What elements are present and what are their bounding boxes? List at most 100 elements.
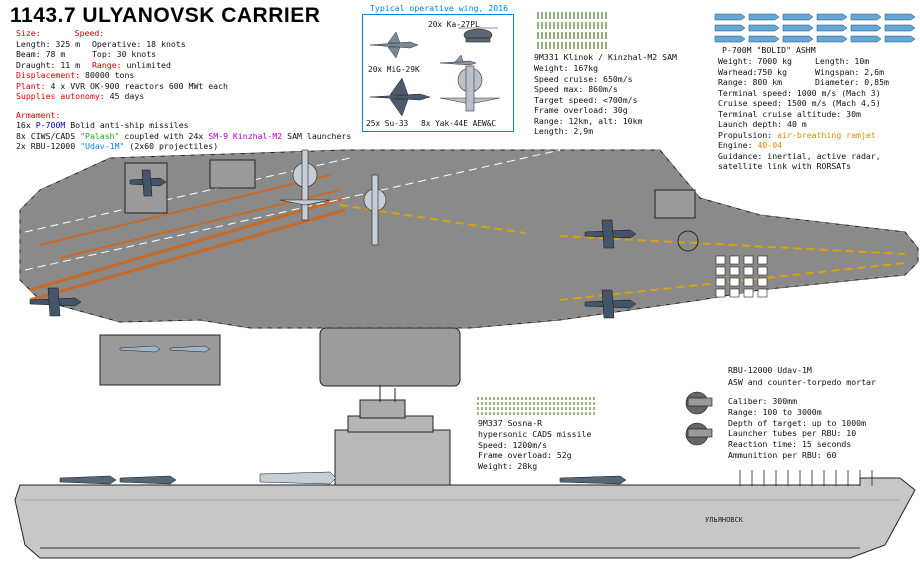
p700-missile-mark <box>884 13 916 21</box>
kinzhal-title: 9M331 Klinok / Kinzhal-M2 SAM <box>534 52 677 62</box>
missile-silo-mark <box>729 266 740 276</box>
p700-missile-mark <box>782 24 814 32</box>
palash-label: "Palash" <box>80 130 120 141</box>
p700-missile-mark <box>748 13 780 21</box>
p700-warhead: Warhead:750 kg <box>718 66 788 77</box>
p700-specs: Weight: 7000 kg Length: 10m Warhead:750 k… <box>718 56 889 172</box>
ka27-helicopter-icon <box>458 27 498 43</box>
p700-range: Range: 800 km <box>718 77 783 87</box>
supplies-heading: Supplies autonomy: <box>16 91 105 101</box>
yak44-silhouette-icon <box>439 65 501 112</box>
kinzhal-label: SM-9 Kinzhal-M2 <box>208 130 283 141</box>
armament-heading: Armament: <box>16 109 61 120</box>
kinzhal-line: Length: 2,9m <box>534 126 594 136</box>
yak44-label: 8x Yak-44E AEW&C <box>421 119 497 128</box>
p700-row-2: Warhead:750 kg Wingspan: 2,6m <box>718 67 889 78</box>
arm-desc: Bolid anti-ship missiles <box>70 120 189 130</box>
coupled-label: coupled with 24x <box>124 130 204 141</box>
missile-silo-mark <box>757 288 768 298</box>
missile-silo-mark <box>757 277 768 287</box>
deck-su33-3-icon <box>584 289 637 319</box>
kinzhal-line: Speed max: 860m/s <box>534 84 618 94</box>
rbu-line: Range: 100 to 3000m <box>728 406 822 417</box>
arm-count: 16x <box>16 120 31 130</box>
rbu-line: Ammunition per RBU: 60 <box>728 449 837 460</box>
size-heading: Size: <box>16 28 41 38</box>
missile-silo-mark <box>715 288 726 298</box>
sosna-line: hypersonic CADS missile <box>478 429 592 439</box>
p700-altitude: Terminal cruise altitude: 30m <box>718 108 861 119</box>
range-value: unlimited <box>126 59 171 70</box>
rbu-line: Reaction time: 15 seconds <box>728 439 852 450</box>
kinzhal-line: Target speed: <700m/s <box>534 94 638 105</box>
deck-su33-1-icon <box>129 169 167 197</box>
missile-silo-mark <box>757 255 768 265</box>
beam-spec: Beam: 78 m <box>16 49 66 59</box>
rbu-specs: Caliber: 300mm Range: 100 to 3000m Depth… <box>728 396 866 461</box>
deck-yak44-2-icon <box>363 174 387 246</box>
p700-length: Length: 10m <box>815 56 870 66</box>
p700-missile-mark <box>884 24 916 32</box>
hull-name: УЛЬЯНОВСК <box>705 516 744 524</box>
mig29-silhouette-icon <box>369 31 419 59</box>
p700-missile-mark <box>816 35 848 43</box>
missile-silo-mark <box>743 288 754 298</box>
engine-heading: Engine: <box>718 140 753 150</box>
rbu-line: Launcher tubes per RBU: 10 <box>728 428 857 439</box>
projectiles-label: (2x60 projectiles) <box>129 141 219 151</box>
supplies-value: 45 days <box>109 91 145 101</box>
sosna-specs: hypersonic CADS missile Speed: 1200m/s F… <box>478 429 591 471</box>
mig29-label: 20x MiG-29K <box>368 65 420 74</box>
sosna-line: Speed: 1200m/s <box>478 439 548 450</box>
displacement-value: 80000 tons <box>85 70 135 80</box>
kinzhal-missile-rows-icon <box>537 12 607 49</box>
p700-wingspan: Wingspan: 2,6m <box>815 66 885 77</box>
p700-missile-mark <box>748 24 780 32</box>
deck-su33-2-icon <box>584 219 637 249</box>
deck-mig29-icons <box>119 345 211 353</box>
sam-label: SAM launchers <box>287 130 352 141</box>
kinzhal-line: Weight: 167kg <box>534 63 599 73</box>
p700-weight: Weight: 7000 kg <box>718 56 792 66</box>
p700-terminal: Terminal speed: 1000 m/s (Mach 3) <box>718 87 881 98</box>
displacement-heading: Displacement: <box>16 70 81 80</box>
length-spec: Length: 325 m <box>16 38 81 49</box>
wing-parked-mig-icon <box>439 54 477 66</box>
specs-header-row: Size:Speed: <box>16 28 351 39</box>
armament-line-2: 8x CIWS/CADS "Palash" coupled with 24x S… <box>16 131 351 142</box>
air-wing-title: Typical operative wing, 2016 <box>370 3 509 13</box>
sosna-title: 9M337 Sosna-R <box>478 418 543 428</box>
kinzhal-specs: Weight: 167kg Speed cruise: 650m/s Speed… <box>534 63 642 137</box>
top-speed: Top: 30 knots <box>92 49 157 59</box>
p700-missile-mark <box>850 24 882 32</box>
specs-row-5: Plant: 4 x VVR OK-900 reactors 600 MWt e… <box>16 81 351 92</box>
missile-silo-mark <box>715 277 726 287</box>
plant-value: 4 x VVR OK-900 reactors 600 MWt each <box>50 80 228 91</box>
sosna-missile-rows-icon <box>477 397 595 415</box>
specs-row-2: Beam: 78 m Top: 30 knots <box>16 49 351 60</box>
specs-row-4: Displacement: 80000 tons <box>16 70 351 81</box>
p700-missile-mark <box>850 13 882 21</box>
missile-silo-mark <box>729 288 740 298</box>
rbu-title: RBU-12000 Udav-1M <box>728 365 812 375</box>
p700-cruise: Cruise speed: 1500 m/s (Mach 4,5) <box>718 98 881 108</box>
kinzhal-line: Speed cruise: 650m/s <box>534 73 633 84</box>
rbu-line: Caliber: 300mm <box>728 396 798 406</box>
ciws-label: 8x CIWS/CADS <box>16 130 76 141</box>
page-title: 1143.7 ULYANOVSK CARRIER <box>10 4 321 27</box>
missile-silo-mark <box>743 277 754 287</box>
sosna-line: Weight: 28kg <box>478 460 538 471</box>
deck-yak44-1-icon <box>279 149 331 221</box>
p700-guidance-1: Guidance: inertial, active radar, <box>718 150 881 161</box>
kinzhal-line: Range: 12km, alt: 10km <box>534 115 643 126</box>
p700-missile-mark <box>782 35 814 43</box>
p700-engine: Engine: 40-04 <box>718 140 889 151</box>
air-wing-box <box>362 14 514 132</box>
p700-title: P-700M "BOLID" ASHM <box>722 45 816 55</box>
p700-row-1: Weight: 7000 kg Length: 10m <box>718 56 889 67</box>
ship-side-profile <box>14 385 916 559</box>
p700-missile-mark <box>714 13 746 21</box>
draught-spec: Draught: 11 m <box>16 59 81 70</box>
